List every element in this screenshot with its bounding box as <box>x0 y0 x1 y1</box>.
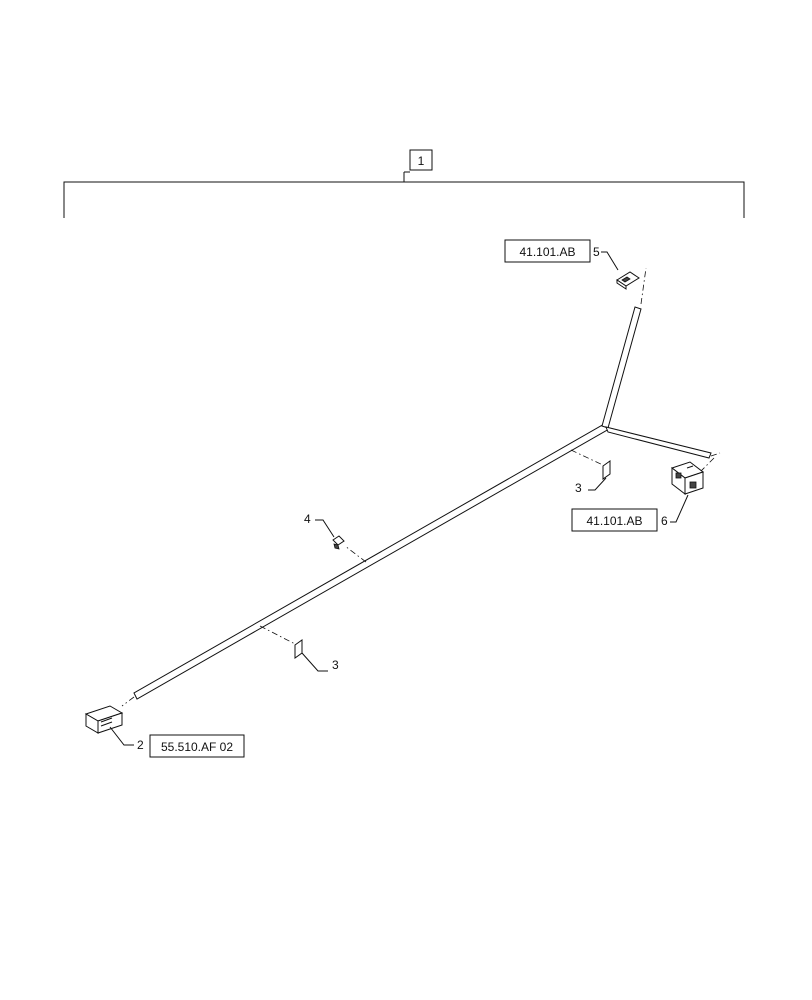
item-5-ref-box[interactable] <box>504 239 591 263</box>
callout-item-3-upper: 3 <box>575 477 607 495</box>
assembly-bracket: 1 <box>63 149 745 218</box>
item-6-connector <box>670 461 705 496</box>
item-5-connector <box>616 271 640 290</box>
callout-item-4: 4 <box>304 512 335 538</box>
item-4-number: 4 <box>304 512 311 526</box>
item-3-upper-number: 3 <box>575 481 582 495</box>
item-4-clip <box>332 535 345 550</box>
item-1-label: 1 <box>418 154 425 168</box>
item-1-box <box>409 149 433 171</box>
item-6-number: 6 <box>661 514 668 528</box>
item-5-number: 5 <box>593 245 600 259</box>
item-5-ref: 41.101.AB <box>519 245 575 259</box>
item-6-ref: 41.101.AB <box>586 514 642 528</box>
item-3-tag-lower <box>294 639 303 659</box>
item-6-ref-box[interactable] <box>571 508 658 532</box>
item-2-connector <box>84 705 124 734</box>
item-2-ref: 55.510.AF 02 <box>161 740 233 754</box>
callout-item-6: 41.101.AB 6 <box>571 494 689 532</box>
harness-cable <box>133 306 712 700</box>
item-2-number: 2 <box>137 738 144 752</box>
callout-item-5: 41.101.AB 5 <box>504 239 619 271</box>
callout-item-3-lower: 3 <box>301 652 339 672</box>
item-2-ref-box[interactable] <box>149 734 245 758</box>
callout-item-2: 2 55.510.AF 02 <box>109 726 245 758</box>
item-3-lower-number: 3 <box>332 658 339 672</box>
item-3-tag-upper <box>602 460 611 480</box>
alignment-lines <box>121 267 721 707</box>
